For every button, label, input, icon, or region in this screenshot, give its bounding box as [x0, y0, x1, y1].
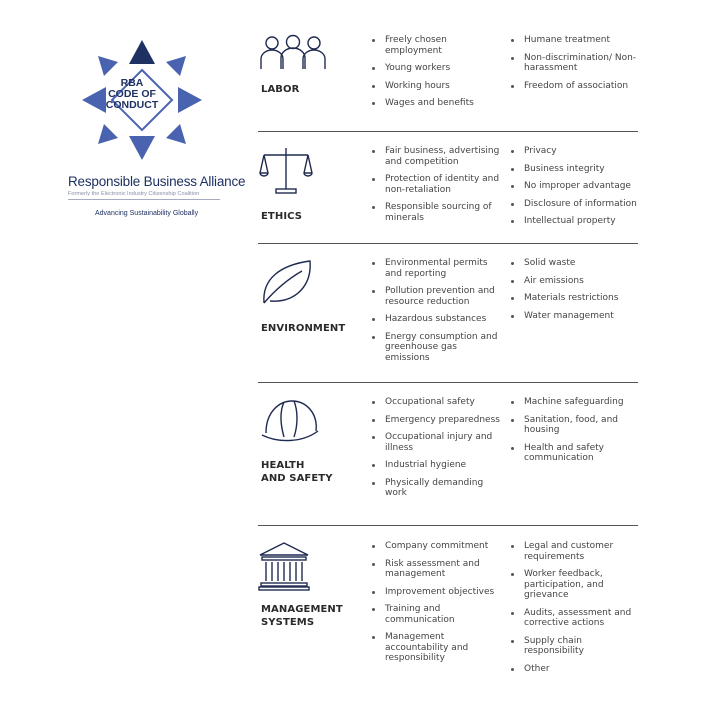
management-list-col2: Legal and customer requirements Worker f… — [510, 541, 640, 681]
list-item: Intellectual property — [510, 216, 640, 227]
category-label: ETHICS — [261, 211, 303, 222]
building-columns-icon — [258, 542, 310, 591]
list-item: Training and communication — [371, 604, 501, 625]
list-item: Protection of identity and non-retaliati… — [371, 174, 501, 195]
org-name: Responsible Business Alliance — [68, 174, 246, 189]
list-item: Non-discrimination/ Non-harassment — [510, 53, 640, 74]
list-item: Occupational injury and illness — [371, 432, 501, 453]
list-item: Occupational safety — [371, 397, 501, 408]
section-divider — [258, 131, 638, 132]
list-item: Physically demanding work — [371, 478, 501, 499]
category-label: ENVIRONMENT — [261, 323, 346, 334]
category-label: LABOR — [261, 84, 300, 95]
ethics-list-col1: Fair business, advertising and competiti… — [371, 146, 501, 230]
list-item: Water management — [510, 311, 640, 322]
org-tagline: Advancing Sustainability Globally — [95, 210, 199, 217]
list-item: Privacy — [510, 146, 640, 157]
list-item: Energy consumption and greenhouse gas em… — [371, 332, 501, 364]
list-item: Freedom of association — [510, 81, 640, 92]
list-item: Company commitment — [371, 541, 501, 552]
logo-divider — [68, 199, 220, 200]
list-item: Materials restrictions — [510, 293, 640, 304]
ethics-list-col2: Privacy Business integrity No improper a… — [510, 146, 640, 234]
list-item: Other — [510, 664, 640, 675]
category-label: HEALTH AND SAFETY — [261, 459, 333, 485]
list-item: Sanitation, food, and housing — [510, 415, 640, 436]
list-item: Industrial hygiene — [371, 460, 501, 471]
list-item: Business integrity — [510, 164, 640, 175]
section-health-and-safety: HEALTH AND SAFETY Occupational safety Em… — [258, 391, 638, 519]
section-ethics: ETHICS Fair business, advertising and co… — [258, 140, 638, 238]
environment-list-col1: Environmental permits and reporting Poll… — [371, 258, 501, 370]
list-item: Improvement objectives — [371, 587, 501, 598]
compass-star-icon — [82, 40, 202, 160]
org-former-name: Formerly the Electronic Industry Citizen… — [68, 191, 200, 197]
list-item: Working hours — [371, 81, 501, 92]
list-item: Responsible sourcing of minerals — [371, 202, 501, 223]
category-label: MANAGEMENT SYSTEMS — [261, 603, 343, 629]
badge-line-1: RBA — [120, 77, 144, 89]
environment-list-col2: Solid waste Air emissions Materials rest… — [510, 258, 640, 328]
section-labor: LABOR Freely chosen employment Young wor… — [258, 30, 638, 125]
list-item: Risk assessment and management — [371, 559, 501, 580]
section-divider — [258, 525, 638, 526]
list-item: Machine safeguarding — [510, 397, 640, 408]
list-item: Fair business, advertising and competiti… — [371, 146, 501, 167]
list-item: Wages and benefits — [371, 98, 501, 109]
section-divider — [258, 243, 638, 244]
list-item: No improper advantage — [510, 181, 640, 192]
list-item: Freely chosen employment — [371, 35, 501, 56]
labor-list-col1: Freely chosen employment Young workers W… — [371, 35, 501, 116]
section-environment: ENVIRONMENT Environmental permits and re… — [258, 252, 638, 377]
list-item: Disclosure of information — [510, 199, 640, 210]
list-item: Worker feedback, participation, and grie… — [510, 569, 640, 601]
list-item: Supply chain responsibility — [510, 636, 640, 657]
badge-text: RBA CODE OF CONDUCT — [84, 78, 180, 111]
hard-hat-icon — [261, 400, 319, 442]
list-item: Emergency preparedness — [371, 415, 501, 426]
people-icon — [260, 34, 326, 69]
list-item: Health and safety communication — [510, 443, 640, 464]
scales-icon — [259, 148, 313, 194]
badge-line-3: CONDUCT — [105, 99, 159, 111]
list-item: Air emissions — [510, 276, 640, 287]
category-line-2: SYSTEMS — [261, 617, 315, 628]
section-divider — [258, 382, 638, 383]
list-item: Pollution prevention and resource reduct… — [371, 286, 501, 307]
health-safety-list-col1: Occupational safety Emergency preparedne… — [371, 397, 501, 506]
list-item: Solid waste — [510, 258, 640, 269]
category-line-2: AND SAFETY — [261, 473, 333, 484]
badge-line-2: CODE OF — [108, 88, 156, 100]
category-line-1: MANAGEMENT — [261, 604, 343, 615]
list-item: Environmental permits and reporting — [371, 258, 501, 279]
section-management-systems: MANAGEMENT SYSTEMS Company commitment Ri… — [258, 535, 638, 680]
list-item: Audits, assessment and corrective action… — [510, 608, 640, 629]
category-line-1: HEALTH — [261, 460, 305, 471]
list-item: Legal and customer requirements — [510, 541, 640, 562]
management-list-col1: Company commitment Risk assessment and m… — [371, 541, 501, 671]
list-item: Humane treatment — [510, 35, 640, 46]
list-item: Management accountability and responsibi… — [371, 632, 501, 664]
leaf-icon — [263, 260, 311, 304]
labor-list-col2: Humane treatment Non-discrimination/ Non… — [510, 35, 640, 98]
list-item: Young workers — [371, 63, 501, 74]
list-item: Hazardous substances — [371, 314, 501, 325]
health-safety-list-col2: Machine safeguarding Sanitation, food, a… — [510, 397, 640, 471]
